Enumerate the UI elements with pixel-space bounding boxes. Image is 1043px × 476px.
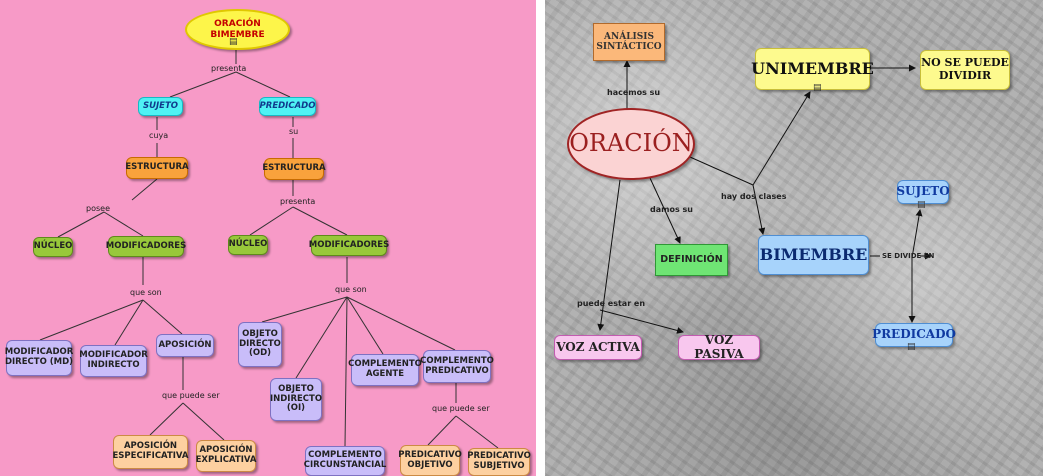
node-sujeto-right[interactable]: SUJETO <box>896 180 950 204</box>
document-icon[interactable]: ▤ <box>907 342 916 352</box>
node-no-se-puede-dividir-label: NO SE PUEDE DIVIDIR <box>921 56 1009 82</box>
node-complemento-circunstancial[interactable]: COMPLEMENTO CIRCUNSTANCIAL <box>303 446 387 476</box>
node-predicativo-subjetivo-label: PREDICATIVO SUBJETIVO <box>467 451 531 471</box>
node-predicativo-subjetivo[interactable]: PREDICATIVO SUBJETIVO <box>467 448 531 476</box>
node-complemento-agente-label: COMPLEMENTO AGENTE <box>348 359 422 379</box>
node-estructura-sujeto-label: ESTRUCTURA <box>125 162 189 173</box>
node-modificador-directo-label: MODIFICADOR DIRECTO (MD) <box>4 347 74 367</box>
right-concept-map: ANÁLISIS SINTÁCTICO hacemos su ORACIÓN d… <box>545 0 1043 476</box>
link-label-hay-dos-clases: hay dos clases <box>721 192 787 201</box>
node-no-se-puede-dividir[interactable]: NO SE PUEDE DIVIDIR <box>920 50 1010 90</box>
node-analisis-sintactico-label: ANÁLISIS SINTÁCTICO <box>596 31 662 52</box>
node-predicado-label: PREDICADO <box>259 100 316 111</box>
document-icon[interactable]: ▤ <box>229 37 238 47</box>
right-connector-lines <box>597 60 932 334</box>
node-predicado[interactable]: PREDICADO <box>259 97 316 116</box>
link-label-hacemos-su: hacemos su <box>607 88 661 97</box>
node-unimembre[interactable]: UNIMEMBRE <box>751 48 874 90</box>
node-aposicion[interactable]: APOSICIÓN <box>156 334 214 357</box>
node-nucleo-sujeto[interactable]: NÚCLEO <box>33 237 73 257</box>
node-voz-pasiva[interactable]: VOZ PASIVA <box>678 332 760 361</box>
left-concept-map: ORACIÓN BIMEMBRE ▤ presenta SUJETO PREDI… <box>0 0 536 476</box>
link-label-presenta: presenta <box>211 64 247 73</box>
node-oracion[interactable]: ORACIÓN <box>567 108 695 180</box>
node-bimembre[interactable]: BIMEMBRE <box>758 235 869 275</box>
node-estructura-predicado[interactable]: ESTRUCTURA <box>262 158 326 180</box>
link-label-que-puede-ser-2: que puede ser <box>432 404 490 413</box>
node-modificadores-predicado-label: MODIFICADORES <box>308 239 390 250</box>
node-modificador-indirecto[interactable]: MODIFICADOR INDIRECTO <box>79 345 148 377</box>
node-voz-activa-label: VOZ ACTIVA <box>556 339 640 354</box>
node-predicativo-objetivo[interactable]: PREDICATIVO OBJETIVO <box>398 445 462 476</box>
node-complemento-predicativo[interactable]: COMPLEMENTO PREDICATIVO <box>420 350 494 383</box>
link-label-que-son-2: que son <box>335 285 367 294</box>
node-objeto-indirecto[interactable]: OBJETO INDIRECTO (OI) <box>270 378 322 421</box>
node-aposicion-explicativa[interactable]: APOSICIÓN EXPLICATIVA <box>196 440 256 472</box>
document-icon[interactable]: ▤ <box>917 200 926 210</box>
node-nucleo-predicado[interactable]: NÚCLEO <box>228 235 268 255</box>
node-modificadores-sujeto[interactable]: MODIFICADORES <box>105 236 187 257</box>
node-objeto-indirecto-label: OBJETO INDIRECTO (OI) <box>269 383 323 414</box>
node-sujeto-label: SUJETO <box>142 100 179 111</box>
document-icon[interactable]: ▤ <box>813 83 822 93</box>
node-modificador-indirecto-label: MODIFICADOR INDIRECTO <box>79 350 148 370</box>
node-nucleo-predicado-label: NÚCLEO <box>228 239 268 250</box>
node-predicativo-objetivo-label: PREDICATIVO OBJETIVO <box>398 449 462 470</box>
node-nucleo-sujeto-label: NÚCLEO <box>33 241 73 252</box>
node-aposicion-explicativa-label: APOSICIÓN EXPLICATIVA <box>195 445 257 465</box>
node-sujeto-right-label: SUJETO <box>896 184 950 199</box>
left-connector-lines <box>39 50 499 449</box>
node-aposicion-label: APOSICIÓN <box>158 339 212 350</box>
link-label-posee: posee <box>86 204 110 213</box>
node-modificadores-sujeto-label: MODIFICADORES <box>105 240 187 251</box>
node-predicado-right-label: PREDICADO <box>872 327 956 342</box>
root-node[interactable]: ORACIÓN BIMEMBRE <box>185 9 290 50</box>
node-unimembre-label: UNIMEMBRE <box>751 58 874 78</box>
link-label-que-puede-ser-1: que puede ser <box>162 391 220 400</box>
node-objeto-directo-label: OBJETO DIRECTO (OD) <box>239 328 281 359</box>
node-analisis-sintactico[interactable]: ANÁLISIS SINTÁCTICO <box>593 23 665 61</box>
node-definicion[interactable]: DEFINICIÓN <box>655 244 728 276</box>
node-voz-activa[interactable]: VOZ ACTIVA <box>554 335 642 360</box>
node-complemento-circunstancial-label: COMPLEMENTO CIRCUNSTANCIAL <box>303 450 387 470</box>
link-label-presenta-2: presenta <box>280 197 316 206</box>
root-node-label: ORACIÓN BIMEMBRE <box>210 19 265 40</box>
node-modificador-directo[interactable]: MODIFICADOR DIRECTO (MD) <box>4 340 74 376</box>
node-estructura-sujeto[interactable]: ESTRUCTURA <box>125 157 189 179</box>
node-oracion-label: ORACIÓN <box>569 129 693 158</box>
node-aposicion-especificativa[interactable]: APOSICIÓN ESPECIFICATIVA <box>112 435 189 469</box>
node-sujeto[interactable]: SUJETO <box>138 97 183 116</box>
link-label-su: su <box>289 127 299 136</box>
link-label-cuya: cuya <box>149 131 169 140</box>
node-complemento-agente[interactable]: COMPLEMENTO AGENTE <box>348 354 422 386</box>
link-label-se-divide-en: SE DIVIDE EN <box>882 252 935 260</box>
node-complemento-predicativo-label: COMPLEMENTO PREDICATIVO <box>420 355 494 376</box>
node-aposicion-especificativa-label: APOSICIÓN ESPECIFICATIVA <box>112 441 189 461</box>
link-label-que-son-1: que son <box>130 288 162 297</box>
node-modificadores-predicado[interactable]: MODIFICADORES <box>308 235 390 256</box>
node-bimembre-label: BIMEMBRE <box>759 244 868 264</box>
node-predicado-right[interactable]: PREDICADO <box>872 323 956 347</box>
link-label-puede-estar-en: puede estar en <box>577 299 646 308</box>
node-objeto-directo[interactable]: OBJETO DIRECTO (OD) <box>238 322 282 367</box>
node-definicion-label: DEFINICIÓN <box>660 253 723 265</box>
node-estructura-predicado-label: ESTRUCTURA <box>262 163 326 174</box>
link-label-damos-su: damos su <box>650 205 693 214</box>
node-voz-pasiva-label: VOZ PASIVA <box>694 332 744 361</box>
